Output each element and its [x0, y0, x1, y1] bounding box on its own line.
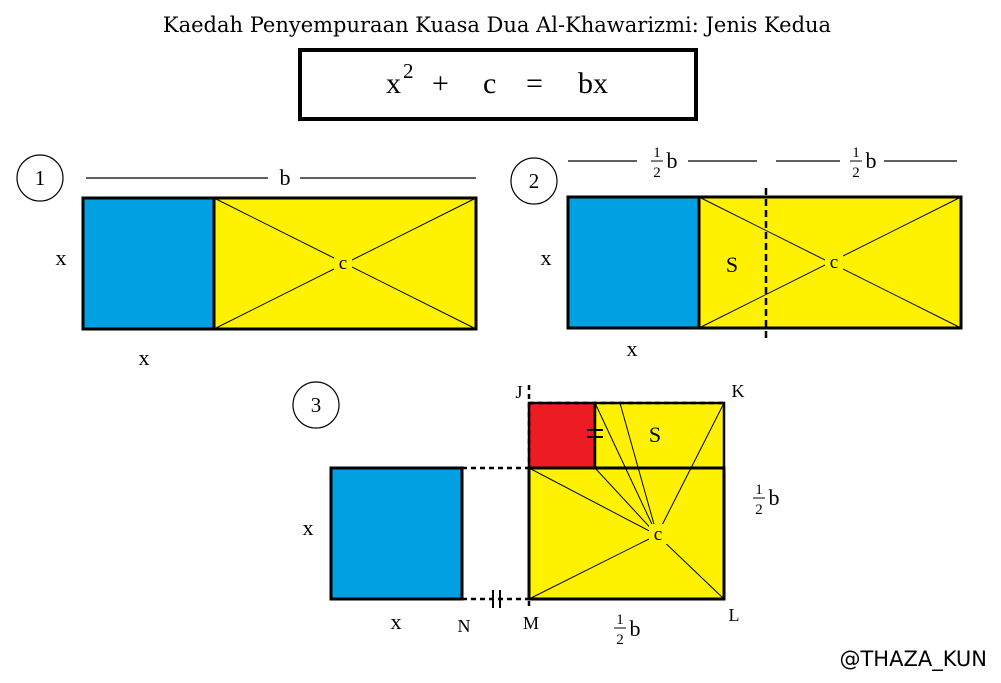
s-label: S — [649, 422, 661, 447]
author-credit: @THAZA_KUN — [839, 647, 987, 672]
fraction-variable: b — [769, 485, 780, 510]
equation-x: x — [386, 67, 401, 100]
step-3-circle — [292, 381, 340, 429]
diag-to-s-top — [619, 402, 658, 536]
diag-to-s-left — [594, 402, 658, 536]
page-title: Kaedah Penyempuraan Kuasa Dua Al-Khawari… — [163, 13, 831, 37]
diagram-3: 3 c S — [292, 381, 780, 648]
fraction-denominator: 2 — [755, 502, 763, 518]
step-2-circle — [510, 157, 558, 205]
c-diagonals — [528, 402, 725, 600]
fraction-numerator: 1 — [653, 145, 661, 161]
c-rectangle — [527, 466, 726, 601]
fraction-denominator: 2 — [653, 165, 661, 181]
fraction-numerator: 1 — [616, 612, 624, 628]
x-side-label: x — [56, 245, 67, 270]
fraction-variable: b — [667, 148, 678, 173]
equation-frame — [298, 48, 698, 121]
equation-plus: + — [432, 67, 449, 100]
completion-square — [527, 401, 597, 470]
equation-exponent: 2 — [403, 59, 414, 83]
x-square — [81, 196, 216, 331]
x-square — [329, 466, 464, 601]
x-bottom-label: x — [139, 345, 150, 370]
fraction-numerator: 1 — [852, 145, 860, 161]
c-label: c — [339, 253, 347, 274]
point-l-label: L — [729, 605, 740, 625]
diag-to-top-left — [528, 467, 658, 536]
point-k-label: K — [732, 381, 745, 401]
equation-c: c — [483, 67, 496, 100]
c-label: c — [830, 252, 838, 273]
dashed-guides — [462, 385, 724, 606]
point-n-label: N — [458, 616, 471, 636]
c-label-bg — [334, 253, 352, 273]
fraction-variable: b — [866, 148, 877, 173]
x-side-label: x — [541, 245, 552, 270]
point-m-label: M — [523, 613, 539, 633]
point-j-label: J — [515, 382, 522, 402]
fraction-numerator: 1 — [755, 482, 763, 498]
step-2-number: 2 — [529, 169, 540, 193]
half-b-label-right: 1 2 b — [753, 482, 780, 518]
diagram-2: 2 1 2 b 1 2 b c S x x — [510, 145, 963, 361]
half-b-label-bottom: 1 2 b — [614, 612, 641, 648]
fraction-variable: b — [630, 616, 641, 641]
diag-to-bottom-right — [656, 534, 725, 600]
equation-box: x 2 + c = bx — [298, 48, 698, 121]
x-square — [566, 195, 701, 330]
half-b-label-right: 1 2 b — [850, 145, 877, 181]
step-1-number: 1 — [35, 166, 46, 190]
half-b-label-left: 1 2 b — [651, 145, 678, 181]
b-label: b — [280, 165, 291, 190]
equation-equals: = — [526, 67, 543, 100]
c-label-bg — [649, 524, 667, 544]
equation-bx: bx — [578, 67, 608, 100]
diagram-1: 1 b c x x — [16, 154, 478, 370]
c-label: c — [654, 524, 662, 545]
x-bottom-label: x — [391, 609, 402, 634]
diag-to-top-right — [656, 402, 725, 536]
x-bottom-label: x — [627, 336, 638, 361]
x-side-label: x — [303, 515, 314, 540]
step-1-circle — [16, 154, 64, 202]
diag-to-s-corner — [594, 467, 658, 536]
fraction-denominator: 2 — [616, 632, 624, 648]
step-3-number: 3 — [311, 393, 322, 417]
fraction-denominator: 2 — [852, 165, 860, 181]
c-label-bg — [825, 252, 843, 272]
diag-to-bottom-left — [528, 534, 658, 600]
s-label: S — [726, 252, 738, 277]
